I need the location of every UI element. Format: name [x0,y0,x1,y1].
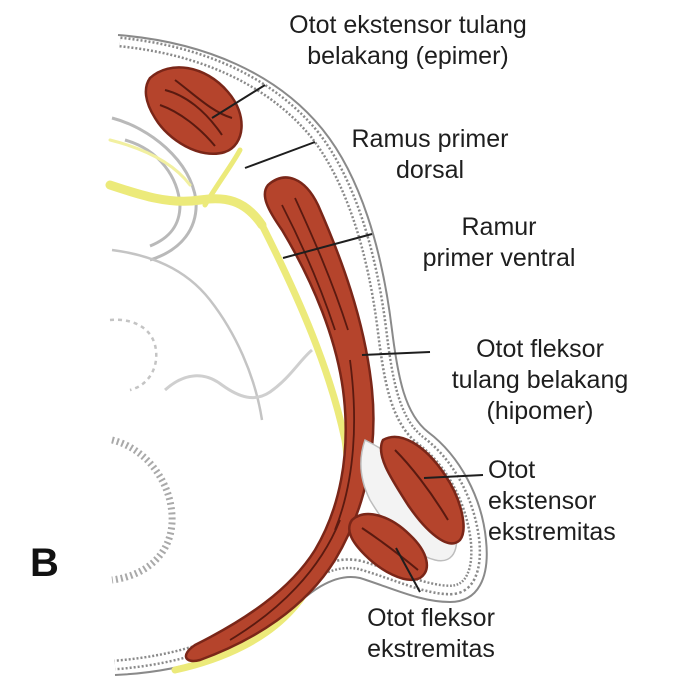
label-limb-flexor: Otot fleksor ekstremitas [336,603,526,665]
hypomer-muscle [186,178,373,661]
label-hypomer-line3: (hipomer) [428,396,652,427]
label-limb-flexor-line1: Otot fleksor [336,603,526,634]
label-limb-extensor: Otot ekstensor ekstremitas [488,455,678,548]
label-ventral-ramus: Ramur primer ventral [384,212,614,274]
label-limb-extensor-line3: ekstremitas [488,517,678,548]
label-hypomer-line1: Otot fleksor [428,334,652,365]
label-dorsal-ramus: Ramus primer dorsal [310,124,550,186]
label-epimer-line2: belakang (epimer) [236,41,580,72]
label-ventral-ramus-line2: primer ventral [384,243,614,274]
label-ventral-ramus-line1: Ramur [384,212,614,243]
panel-letter: B [30,541,59,586]
leader-dorsal-ramus [245,142,315,168]
gut-tube [112,440,172,580]
label-limb-flexor-line2: ekstremitas [336,634,526,665]
label-hypomer-line2: tulang belakang [428,365,652,396]
coelom-outline [165,350,312,398]
label-limb-extensor-line2: ekstensor [488,486,678,517]
label-dorsal-ramus-line1: Ramus primer [310,124,550,155]
label-limb-extensor-line1: Otot [488,455,678,486]
label-epimer: Otot ekstensor tulang belakang (epimer) [236,10,580,72]
label-hypomer: Otot fleksor tulang belakang (hipomer) [428,334,652,427]
label-dorsal-ramus-line2: dorsal [310,155,550,186]
label-epimer-line1: Otot ekstensor tulang [236,10,580,41]
